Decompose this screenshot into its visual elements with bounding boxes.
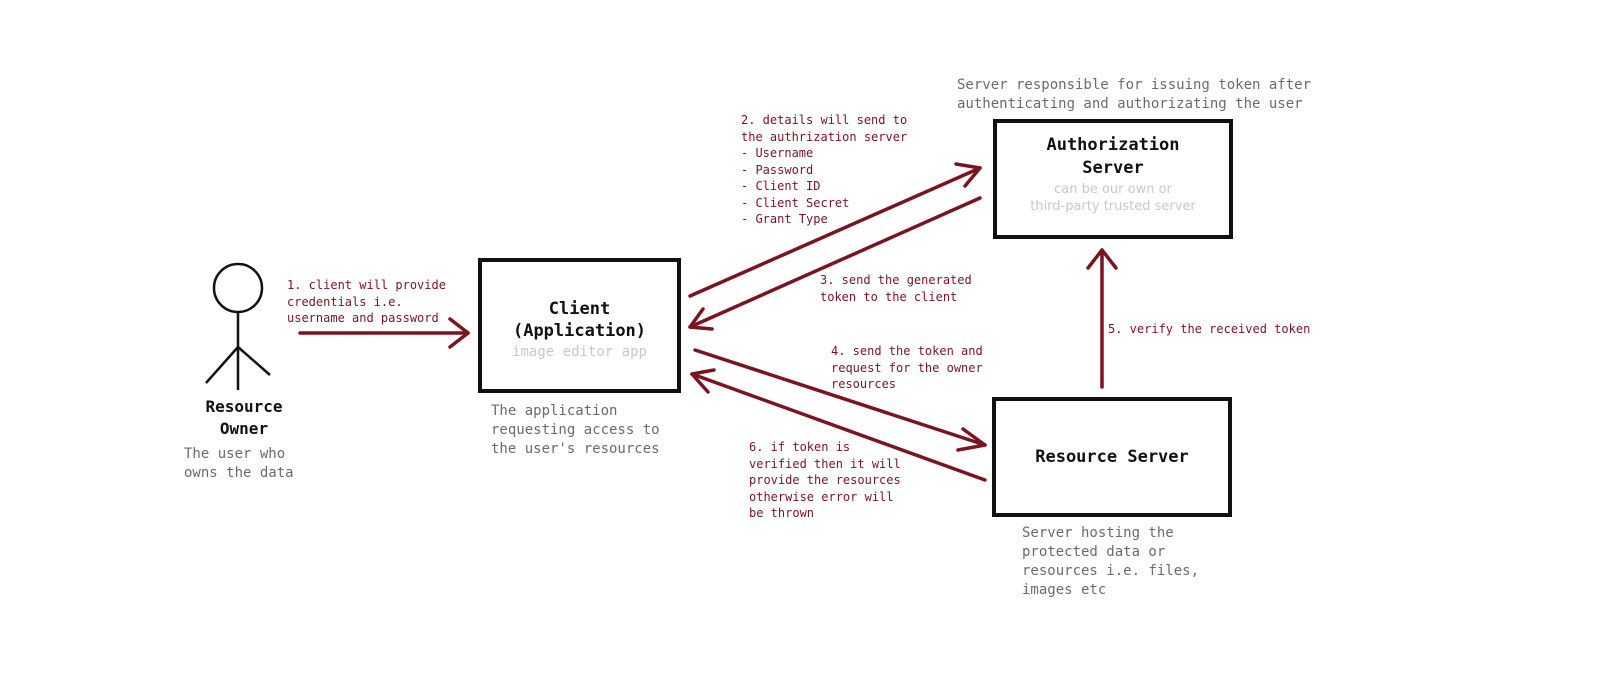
arrow-step-4 <box>693 348 987 452</box>
step-2-label: 2. details will send to the authrization… <box>741 113 908 226</box>
resource-server-title: Resource Server <box>1035 447 1189 467</box>
resource-owner-description: The user who owns the data <box>184 446 294 481</box>
auth-server-title-line2: Server <box>1082 158 1144 178</box>
resource-server-description: Server hosting the protected data or res… <box>1022 525 1200 598</box>
client-description: The application requesting access to the… <box>491 403 660 457</box>
resource-owner-name-line2: Owner <box>219 419 269 438</box>
client-subtitle: image editor app <box>512 344 647 360</box>
client-title-line2: (Application) <box>512 321 647 341</box>
resource-owner-figure-icon <box>205 262 271 390</box>
figure-head <box>212 262 264 314</box>
arrow-step-1 <box>298 317 470 349</box>
step-5-label: 5. verify the received token <box>1108 322 1311 336</box>
figure-left-arm <box>205 346 239 384</box>
figure-right-arm <box>237 346 271 376</box>
resource-owner-name: Resource Owner <box>189 396 299 440</box>
step-6-label: 6. if token is verified then it will pro… <box>749 440 901 520</box>
arrow-step-2 <box>688 162 982 298</box>
resource-owner-name-line1: Resource <box>205 397 283 416</box>
auth-server-title-line1: Authorization <box>1046 135 1180 155</box>
step-3-label: 3. send the generated token to the clien… <box>820 273 972 304</box>
client-box: Client (Application) image editor app <box>478 258 681 393</box>
resource-server-box: Resource Server <box>992 397 1232 517</box>
step-4-label: 4. send the token and request for the ow… <box>831 344 983 391</box>
arrow-step-3 <box>688 196 982 331</box>
arrow-step-5 <box>1086 248 1118 389</box>
authorization-server-box: Authorization Server can be our own or t… <box>993 119 1233 239</box>
arrow-step-6 <box>690 368 987 482</box>
auth-server-description: Server responsible for issuing token aft… <box>957 77 1312 112</box>
auth-server-subtitle: can be our own or third-party trusted se… <box>1030 182 1196 214</box>
client-title-line1: Client <box>548 299 611 319</box>
step-1-label: 1. client will provide credentials i.e. … <box>287 278 446 325</box>
